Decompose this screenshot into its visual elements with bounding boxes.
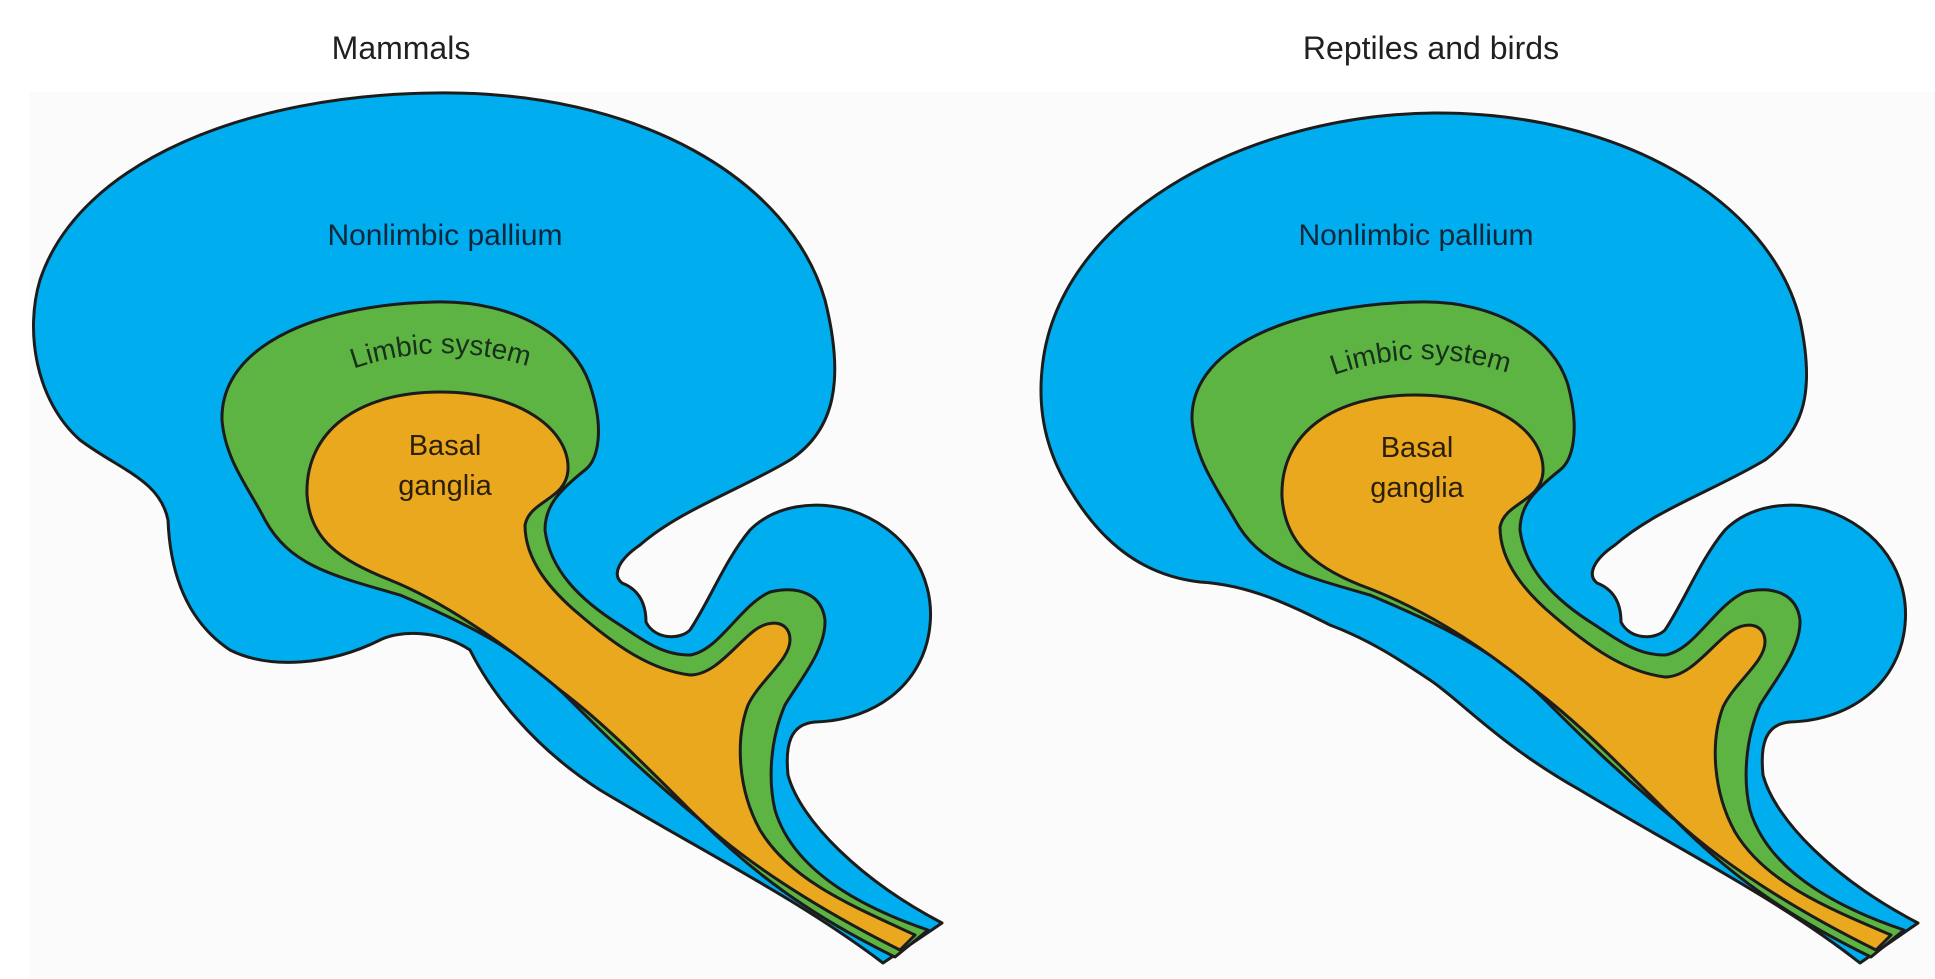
reptile-nonlimbic-pallium-label: Nonlimbic pallium bbox=[1298, 219, 1533, 252]
mammal-basal-label-line2: ganglia bbox=[398, 470, 492, 502]
reptile-basal-label-line1: Basal bbox=[1381, 432, 1454, 464]
mammals-title: Mammals bbox=[331, 30, 471, 66]
reptile-bird-brain: Nonlimbic pallium Limbic system Basal ga… bbox=[1039, 111, 1920, 965]
reptiles-birds-title: Reptiles and birds bbox=[1302, 30, 1560, 66]
mammal-basal-label-line1: Basal bbox=[409, 430, 482, 462]
reptile-basal-ganglia-region bbox=[1280, 393, 1893, 952]
mammal-basal-ganglia-region bbox=[305, 390, 917, 952]
mammal-brain: Nonlimbic pallium Limbic system Basal ga… bbox=[31, 91, 944, 965]
mammal-nonlimbic-pallium-label: Nonlimbic pallium bbox=[327, 219, 562, 252]
reptile-basal-label-line2: ganglia bbox=[1370, 472, 1464, 504]
